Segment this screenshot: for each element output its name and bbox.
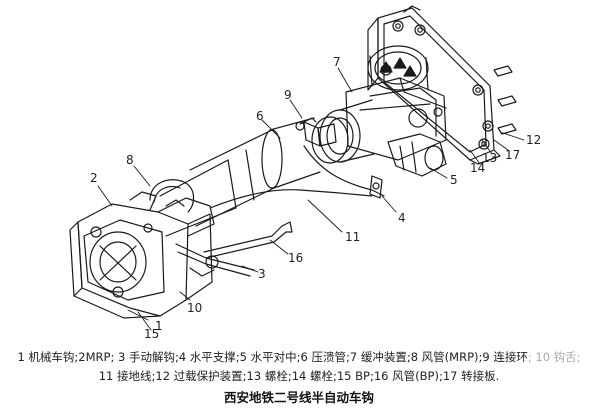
legend-line-2: 11 接地线;12 过载保护装置;13 螺栓;14 螺栓;15 BP;16 风管… — [98, 369, 500, 383]
legend-line-1-faded: ; 10 钩舌; — [527, 350, 581, 364]
callout-5: 5 — [450, 173, 458, 187]
callouts: 1 2 3 4 5 6 7 8 9 10 11 12 13 14 15 16 1… — [90, 55, 541, 341]
callout-11: 11 — [345, 230, 360, 244]
horizontal-support — [369, 175, 383, 199]
callout-4: 4 — [398, 211, 406, 225]
callout-16: 16 — [288, 251, 303, 265]
legend-line-1: 1 机械车钩;2MRP; 3 手动解钩;4 水平支撑;5 水平对中;6 压溃管;… — [0, 349, 598, 365]
collar — [311, 99, 375, 164]
top-cover — [367, 45, 429, 91]
callout-10: 10 — [187, 301, 202, 315]
callout-8: 8 — [126, 153, 134, 167]
leader-lines — [97, 67, 525, 331]
callout-2: 2 — [90, 171, 98, 185]
callout-17: 17 — [505, 148, 520, 162]
callout-3: 3 — [258, 267, 266, 281]
air-hose-mrp — [149, 179, 195, 213]
callout-15: 15 — [144, 327, 159, 341]
callout-9: 9 — [284, 88, 292, 102]
callout-14: 14 — [470, 161, 485, 175]
crush-tube — [159, 117, 321, 237]
callout-13: 13 — [482, 151, 497, 165]
legend-line-1-main: 1 机械车钩;2MRP; 3 手动解钩;4 水平支撑;5 水平对中;6 压溃管;… — [17, 350, 528, 364]
callout-7: 7 — [333, 55, 341, 69]
coupler-head — [69, 191, 215, 319]
figure-caption: 西安地铁二号线半自动车钩 — [223, 390, 374, 405]
callout-6: 6 — [256, 109, 264, 123]
callout-12: 12 — [526, 133, 541, 147]
callout-1: 1 — [155, 319, 163, 333]
ground-wire — [209, 145, 385, 209]
air-hose-bp — [203, 221, 293, 259]
centering-device — [387, 133, 447, 177]
connecting-ring — [295, 117, 337, 147]
